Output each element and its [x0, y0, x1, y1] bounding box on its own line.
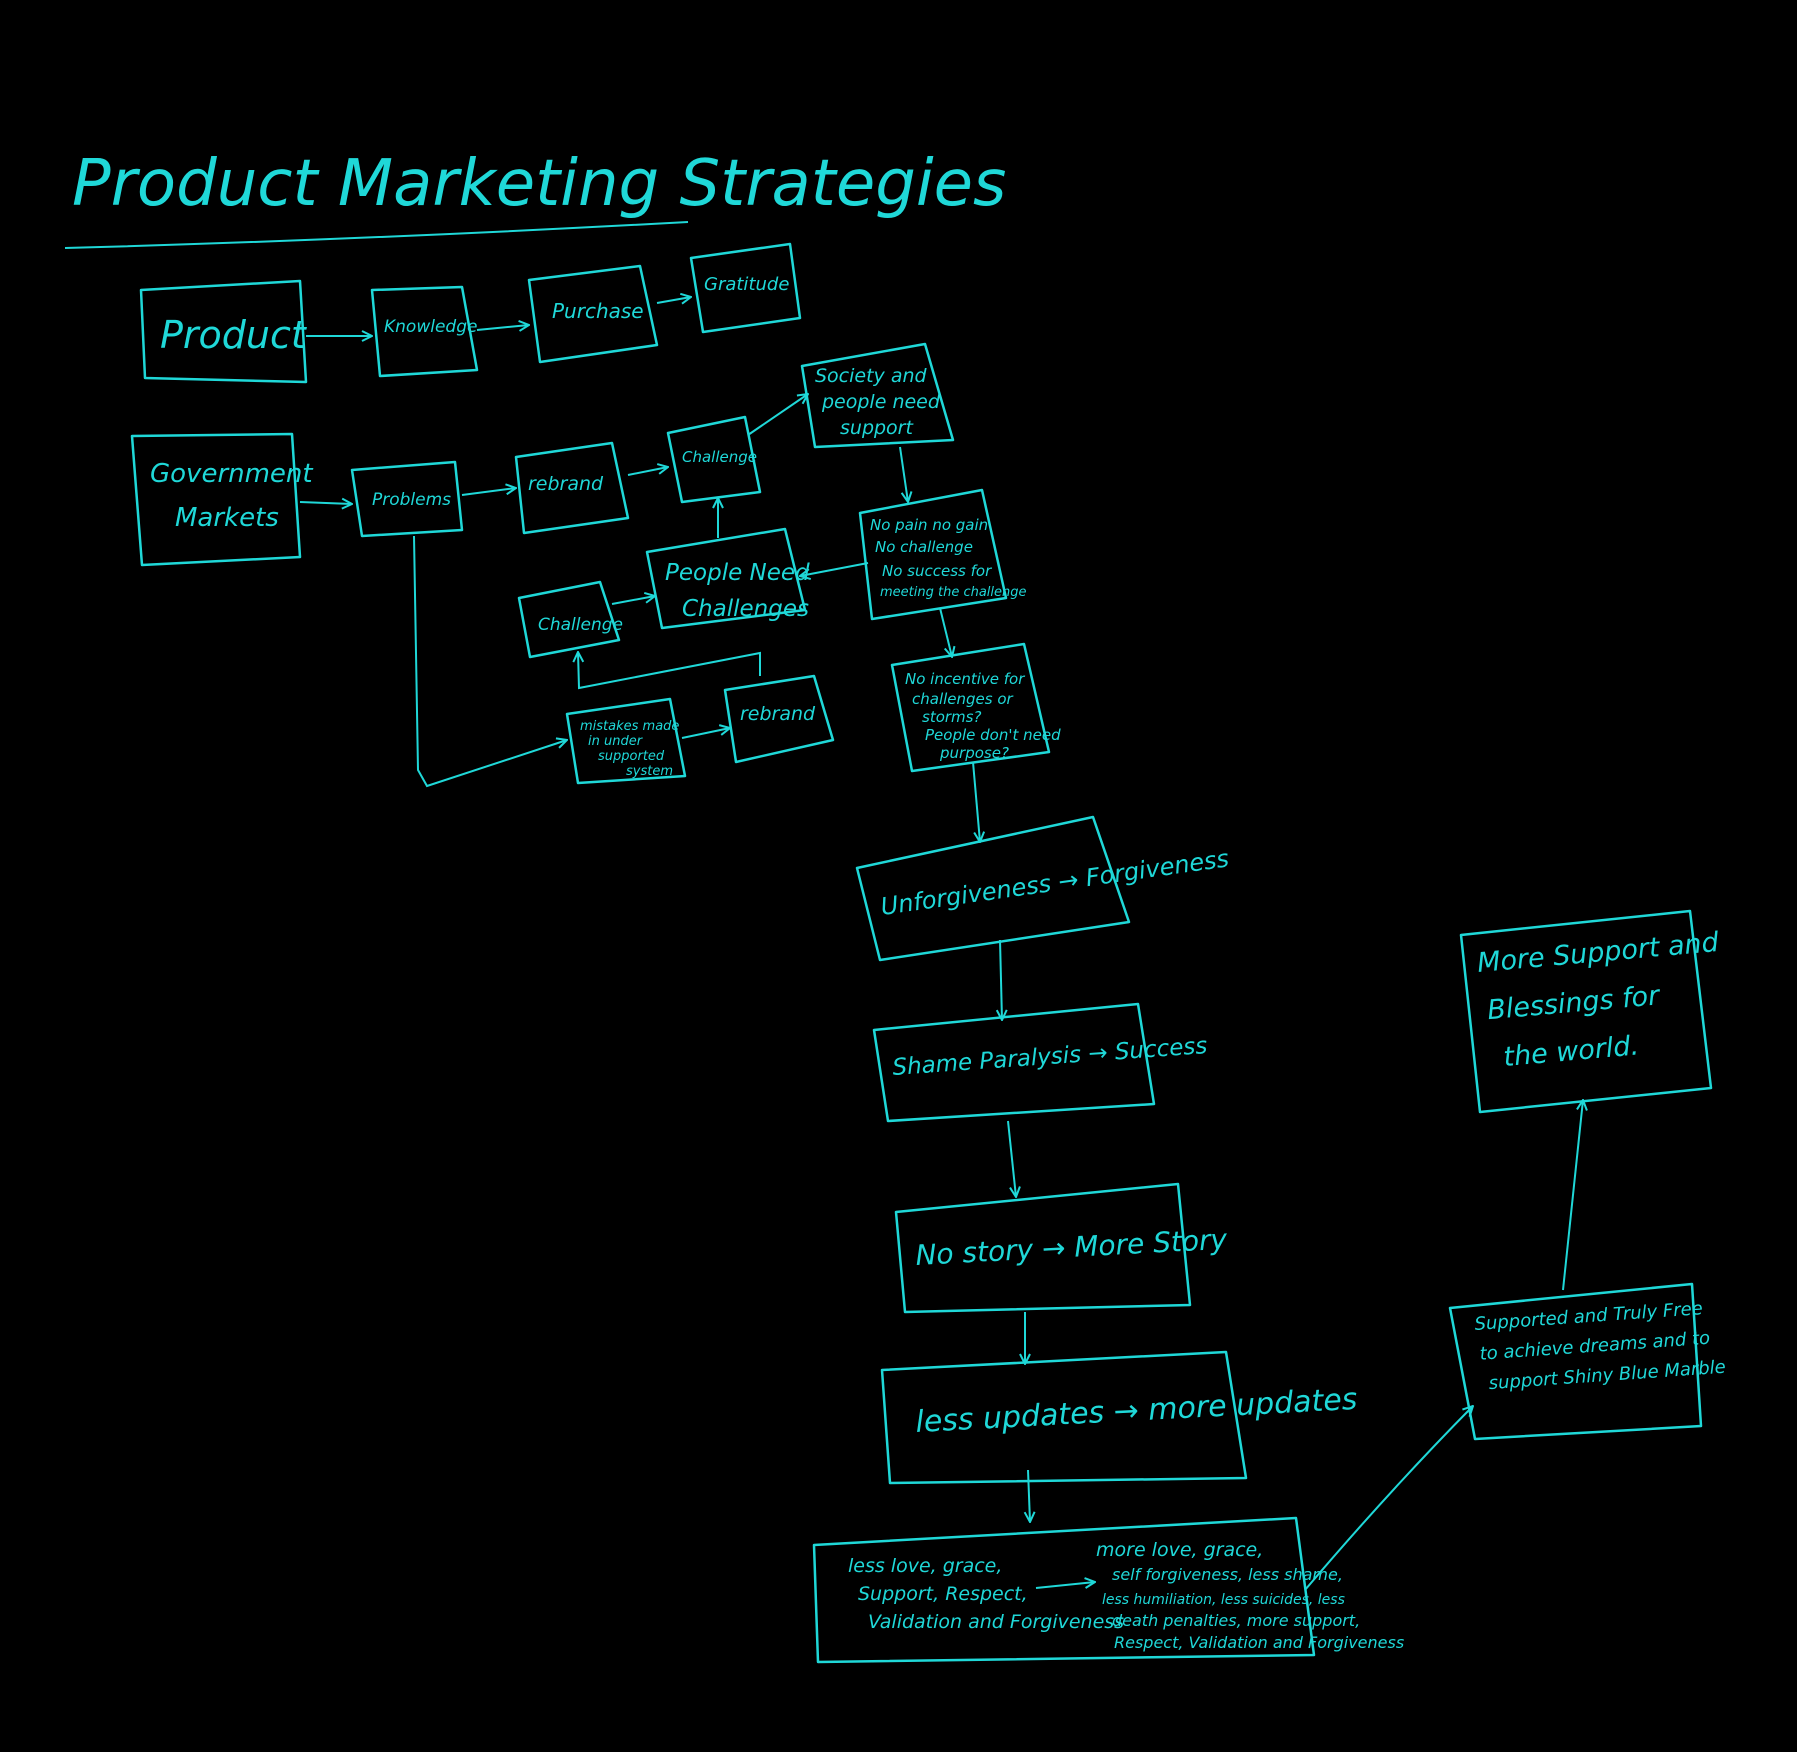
- box-knowledge: [370, 285, 479, 378]
- box-more-support: [1459, 909, 1713, 1114]
- label-product: Product: [160, 313, 308, 357]
- label-purchase: Purchase: [552, 299, 644, 323]
- box-challenge-1: [666, 415, 762, 504]
- box-gratitude: [689, 242, 802, 334]
- label-knowledge: Knowledge: [384, 317, 477, 337]
- box-problems: [350, 460, 464, 538]
- box-shame: [872, 1002, 1156, 1123]
- diagram-title: Product Marketing Strategies: [72, 147, 1006, 221]
- box-mistakes: [565, 697, 687, 785]
- box-love: [812, 1516, 1316, 1664]
- label-challenge-2: Challenge: [538, 615, 623, 635]
- box-rebrand-1: [514, 441, 630, 535]
- label-rebrand-2: rebrand: [740, 703, 816, 725]
- label-problems: Problems: [372, 490, 451, 510]
- label-love-less: less love, grace,Support, Respect,Valida…: [848, 1555, 1124, 1633]
- connector-arrows: [299, 297, 1583, 1591]
- label-gratitude: Gratitude: [704, 274, 789, 295]
- box-no-incentive: [890, 642, 1051, 773]
- box-story: [894, 1182, 1192, 1314]
- label-unforgiveness: Unforgiveness → Forgiveness: [879, 844, 1231, 921]
- box-challenge-2: [517, 580, 621, 659]
- label-updates: less updates → more updates: [915, 1382, 1359, 1440]
- title-underline: [64, 221, 689, 249]
- label-supported: Supported and Truly Freeto achieve dream…: [1474, 1297, 1727, 1395]
- box-unforgiveness: [855, 815, 1131, 962]
- box-rebrand-2: [723, 674, 835, 764]
- label-story: No story → More Story: [915, 1223, 1229, 1272]
- label-challenge-1: Challenge: [682, 448, 757, 466]
- box-society: [800, 342, 955, 449]
- box-no-pain: [858, 488, 1008, 621]
- box-updates: [880, 1350, 1248, 1485]
- label-shame: Shame Paralysis → Success: [892, 1033, 1209, 1081]
- box-supported: [1448, 1282, 1703, 1441]
- box-government: [130, 432, 302, 567]
- box-product: [139, 279, 308, 384]
- label-more-support: More Support andBlessings forthe world.: [1476, 927, 1729, 1075]
- label-love-more: more love, grace,self forgiveness, less …: [1096, 1539, 1404, 1652]
- box-purchase: [527, 264, 659, 364]
- label-rebrand-1: rebrand: [528, 473, 604, 495]
